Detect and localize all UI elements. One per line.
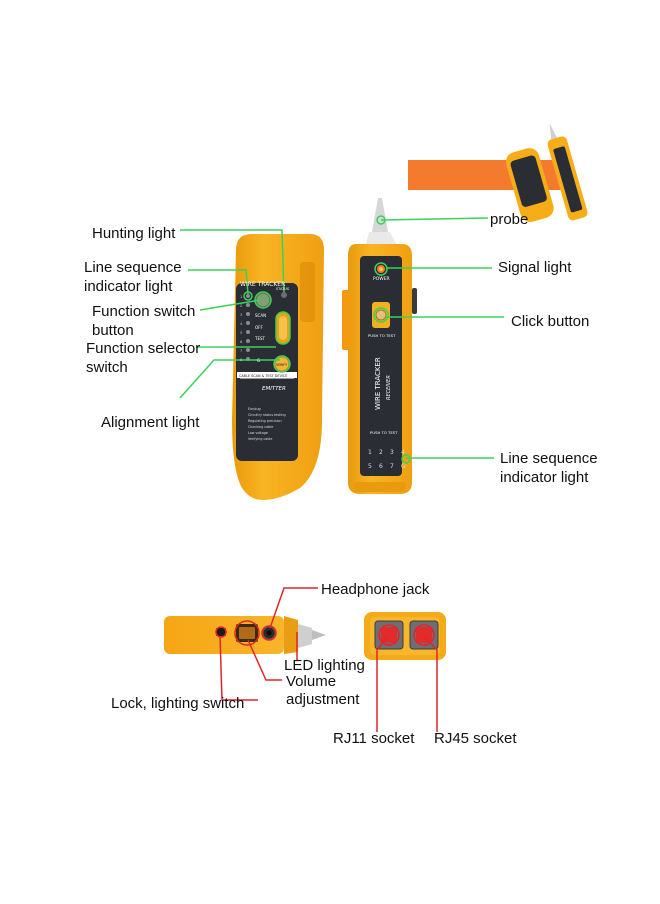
label-line-sequence-left-1: Line sequence bbox=[84, 259, 182, 276]
label-click-button: Click button bbox=[511, 313, 590, 330]
label-function-switch-2: button bbox=[92, 322, 134, 339]
emitter-verify: VERIFY bbox=[276, 363, 287, 367]
receiver-line-number: 1 bbox=[368, 449, 372, 456]
label-probe: probe bbox=[490, 211, 529, 228]
emitter-model: EMITTER bbox=[262, 386, 286, 392]
receiver-line-number: 6 bbox=[379, 463, 383, 470]
emitter-line-number: 1 bbox=[240, 295, 242, 299]
label-line-sequence-right-1: Line sequence bbox=[500, 450, 598, 467]
label-function-switch-1: Function switch bbox=[92, 303, 196, 320]
receiver-model: RECEIVER bbox=[386, 375, 392, 400]
label-led-lighting: LED lighting bbox=[284, 657, 365, 674]
label-volume-2: adjustment bbox=[286, 691, 360, 708]
emitter-brand: WIRE TRACKER bbox=[240, 281, 285, 288]
green-leader-lines bbox=[179, 215, 504, 464]
red-leader-lines bbox=[215, 587, 438, 732]
receiver-power: POWER bbox=[373, 276, 390, 282]
emitter-off: OFF bbox=[255, 325, 263, 330]
label-line-sequence-left-2: indicator light bbox=[84, 278, 173, 295]
label-line-sequence-right-2: indicator light bbox=[500, 469, 589, 486]
receiver-device bbox=[342, 198, 417, 494]
emitter-function-item: Low voltage bbox=[248, 431, 268, 435]
label-headphone-jack: Headphone jack bbox=[321, 581, 430, 598]
receiver-line-number: G bbox=[401, 463, 406, 470]
emitter-line-number: 7 bbox=[240, 349, 242, 353]
label-hunting-light: Hunting light bbox=[92, 225, 176, 242]
emitter-line-number: 2 bbox=[240, 304, 242, 308]
emitter-scan: SCAN bbox=[255, 313, 266, 318]
emitter-status: STATUS bbox=[276, 287, 290, 291]
thumbnail-photo bbox=[408, 123, 588, 222]
emitter-line-number: 5 bbox=[240, 331, 242, 335]
receiver-push-top: PUSH TO TEST bbox=[368, 333, 396, 338]
emitter-line-number: 3 bbox=[240, 313, 242, 317]
receiver-line-number: 3 bbox=[390, 449, 394, 456]
emitter-function-item: Regulating precision bbox=[248, 419, 282, 423]
emitter-function-item: Earplug bbox=[248, 407, 261, 411]
receiver-line-number: 5 bbox=[368, 463, 372, 470]
emitter-line-number: 6 bbox=[240, 340, 242, 344]
receiver-side-view bbox=[164, 616, 326, 654]
label-function-selector-1: Function selector bbox=[86, 340, 201, 357]
label-signal-light: Signal light bbox=[498, 259, 572, 276]
emitter-function-item: Circuitry status testing bbox=[248, 413, 286, 417]
emitter-function-item: Checking cable bbox=[248, 425, 273, 429]
emitter-ground: G bbox=[257, 358, 260, 363]
emitter-line-number: 8 bbox=[240, 358, 242, 362]
emitter-strip: CABLE SCAN & TEST DEVICE bbox=[239, 374, 287, 378]
receiver-line-number: 7 bbox=[390, 463, 394, 470]
receiver-line-number: 4 bbox=[401, 449, 405, 456]
emitter-line-number: 4 bbox=[240, 322, 243, 326]
receiver-brand: WIRE TRACKER bbox=[374, 357, 382, 410]
label-rj45-socket: RJ45 socket bbox=[434, 730, 517, 747]
label-alignment-light: Alignment light bbox=[101, 414, 200, 431]
label-rj11-socket: RJ11 socket bbox=[333, 730, 415, 747]
receiver-line-number: 2 bbox=[379, 449, 383, 456]
label-lock-lighting-switch: Lock, lighting switch bbox=[111, 695, 245, 712]
emitter-function-item: Verifying cable bbox=[248, 437, 272, 441]
label-volume-1: Volume bbox=[286, 673, 337, 690]
label-function-selector-2: switch bbox=[86, 359, 128, 376]
receiver-push-bottom: PUSH TO TEST bbox=[370, 430, 398, 435]
emitter-test: TEST bbox=[254, 336, 266, 341]
